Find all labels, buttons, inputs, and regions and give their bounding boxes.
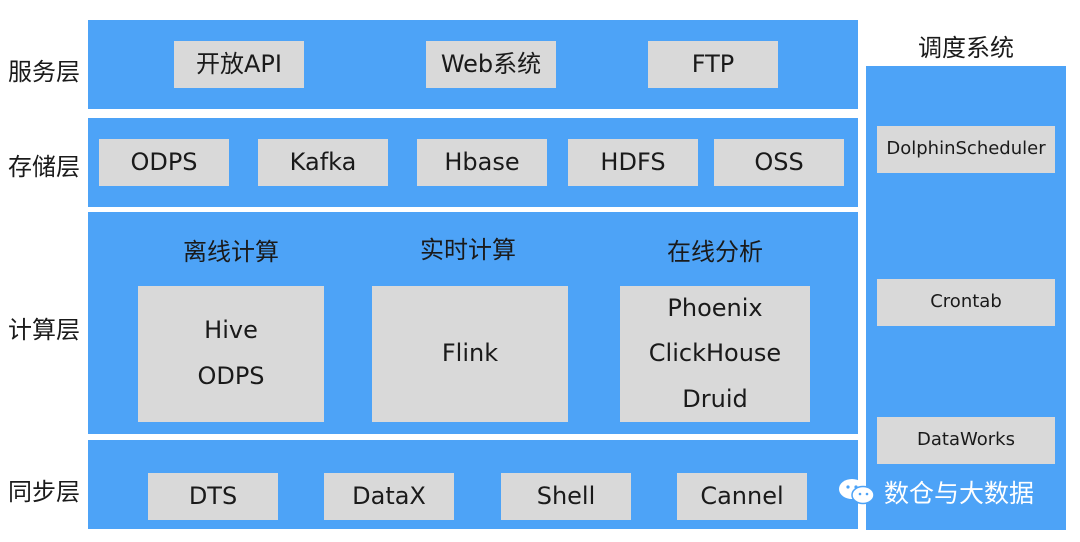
layer-label-storage: 存储层 — [8, 153, 80, 181]
storage-odps: ODPS — [99, 139, 229, 186]
scheduler-dataworks: DataWorks — [877, 417, 1055, 464]
compute-offline-box: Hive ODPS — [138, 286, 324, 422]
compute-offline-title: 离线计算 — [183, 238, 279, 266]
compute-olap-title: 在线分析 — [667, 238, 763, 266]
sync-layer-band: DTS DataX Shell Cannel — [88, 440, 858, 529]
sync-cannel: Cannel — [677, 473, 807, 520]
storage-hbase: Hbase — [417, 139, 547, 186]
watermark-text: 数仓与大数据 — [884, 479, 1035, 508]
service-web-system: Web系统 — [426, 41, 556, 88]
compute-realtime-box: Flink — [372, 286, 568, 422]
storage-layer-band: ODPS Kafka Hbase HDFS OSS — [88, 118, 858, 207]
compute-olap-box: Phoenix ClickHouse Druid — [620, 286, 810, 422]
scheduler-band: DolphinScheduler Crontab DataWorks — [866, 66, 1066, 530]
compute-olap-item: Phoenix — [667, 293, 763, 322]
compute-layer-band: 离线计算 实时计算 在线分析 Hive ODPS Flink Phoenix C… — [88, 212, 858, 434]
sync-dts: DTS — [148, 473, 278, 520]
storage-hdfs: HDFS — [568, 139, 698, 186]
service-open-api: 开放API — [174, 41, 304, 88]
layer-label-service: 服务层 — [8, 58, 80, 86]
sync-shell: Shell — [501, 473, 631, 520]
service-ftp: FTP — [648, 41, 778, 88]
scheduler-dolphinscheduler: DolphinScheduler — [877, 126, 1055, 173]
compute-offline-item: Hive — [204, 316, 258, 345]
watermark: 数仓与大数据 — [838, 474, 1034, 510]
service-layer-band: 开放API Web系统 FTP — [88, 20, 858, 109]
sync-datax: DataX — [324, 473, 454, 520]
compute-offline-item: ODPS — [197, 362, 265, 390]
storage-kafka: Kafka — [258, 139, 388, 186]
scheduler-title: 调度系统 — [918, 34, 1014, 62]
compute-olap-item: ClickHouse — [648, 339, 782, 368]
scheduler-crontab: Crontab — [877, 279, 1055, 326]
compute-realtime-title: 实时计算 — [420, 236, 516, 264]
compute-realtime-item: Flink — [441, 339, 499, 368]
storage-oss: OSS — [714, 139, 844, 186]
wechat-icon — [839, 479, 875, 505]
layer-label-sync: 同步层 — [8, 478, 80, 506]
layer-label-compute: 计算层 — [8, 316, 80, 344]
compute-olap-item: Druid — [682, 384, 748, 413]
